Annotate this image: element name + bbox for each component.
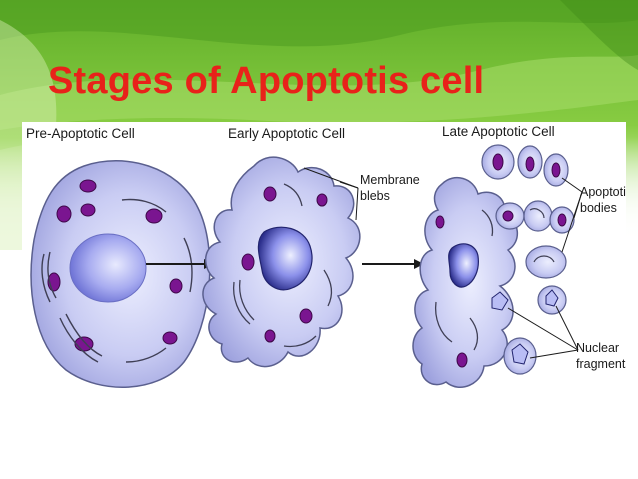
slide-title: Stages of Apoptotis cell: [48, 60, 485, 102]
label-early-apoptotic-cell: Early Apoptotic Cell: [228, 126, 345, 141]
mitochondrion: [145, 208, 163, 224]
label-apoptotic: Apoptotic: [580, 185, 626, 199]
nuclear-fragments-pointers: [507, 305, 579, 359]
mitochondrion: [316, 193, 328, 207]
label-bodies: bodies: [580, 201, 617, 215]
endoplasmic-reticulum: [232, 183, 333, 348]
apoptotic-body: [523, 200, 553, 232]
apoptotic-body: [549, 206, 575, 234]
mitochondrion: [169, 278, 183, 294]
early-apoptotic-cell: [202, 156, 361, 368]
label-late-apoptotic-cell: Late Apoptotic Cell: [442, 124, 555, 139]
apoptotic-body: [525, 245, 567, 279]
nuclear-fragment: [491, 291, 509, 311]
apoptosis-diagram: Pre-Apoptotic Cell Early Apoptotic Cell …: [22, 122, 626, 414]
nuclear-fragment: [448, 243, 479, 288]
mitochondrion: [79, 179, 97, 193]
pre-apoptotic-cell: [30, 160, 211, 388]
apoptotic-body: [503, 337, 537, 375]
label-blebs: blebs: [360, 189, 390, 203]
mitochondrion: [263, 186, 277, 202]
mitochondrion: [56, 205, 72, 223]
label-membrane: Membrane: [360, 173, 420, 187]
apoptotic-bodies-pointers: [561, 177, 583, 253]
apoptotic-body: [543, 153, 569, 187]
apoptotic-body: [517, 145, 543, 179]
endoplasmic-reticulum: [41, 198, 193, 363]
mitochondrion: [74, 336, 94, 352]
mitochondrion: [80, 203, 96, 217]
condensed-nucleus: [257, 226, 313, 291]
mitochondrion: [299, 308, 313, 324]
label-nuclear: Nuclear: [576, 341, 619, 355]
membrane-blebs-pointers: [303, 167, 359, 221]
mitochondrion: [162, 331, 178, 345]
apoptotic-body: [481, 144, 515, 180]
label-pre-apoptotic-cell: Pre-Apoptotic Cell: [26, 126, 135, 141]
mitochondrion: [264, 329, 276, 343]
endoplasmic-reticulum: [434, 209, 494, 351]
late-apoptotic-cell: [412, 144, 583, 388]
mitochondrion: [241, 253, 255, 271]
arrow-early-to-late: [362, 259, 424, 269]
label-fragments: fragments: [576, 357, 626, 371]
mitochondrion: [435, 215, 445, 229]
mitochondrion: [456, 352, 468, 368]
apoptotic-body: [537, 285, 567, 315]
apoptotic-body: [495, 202, 525, 230]
nucleus: [69, 233, 147, 303]
